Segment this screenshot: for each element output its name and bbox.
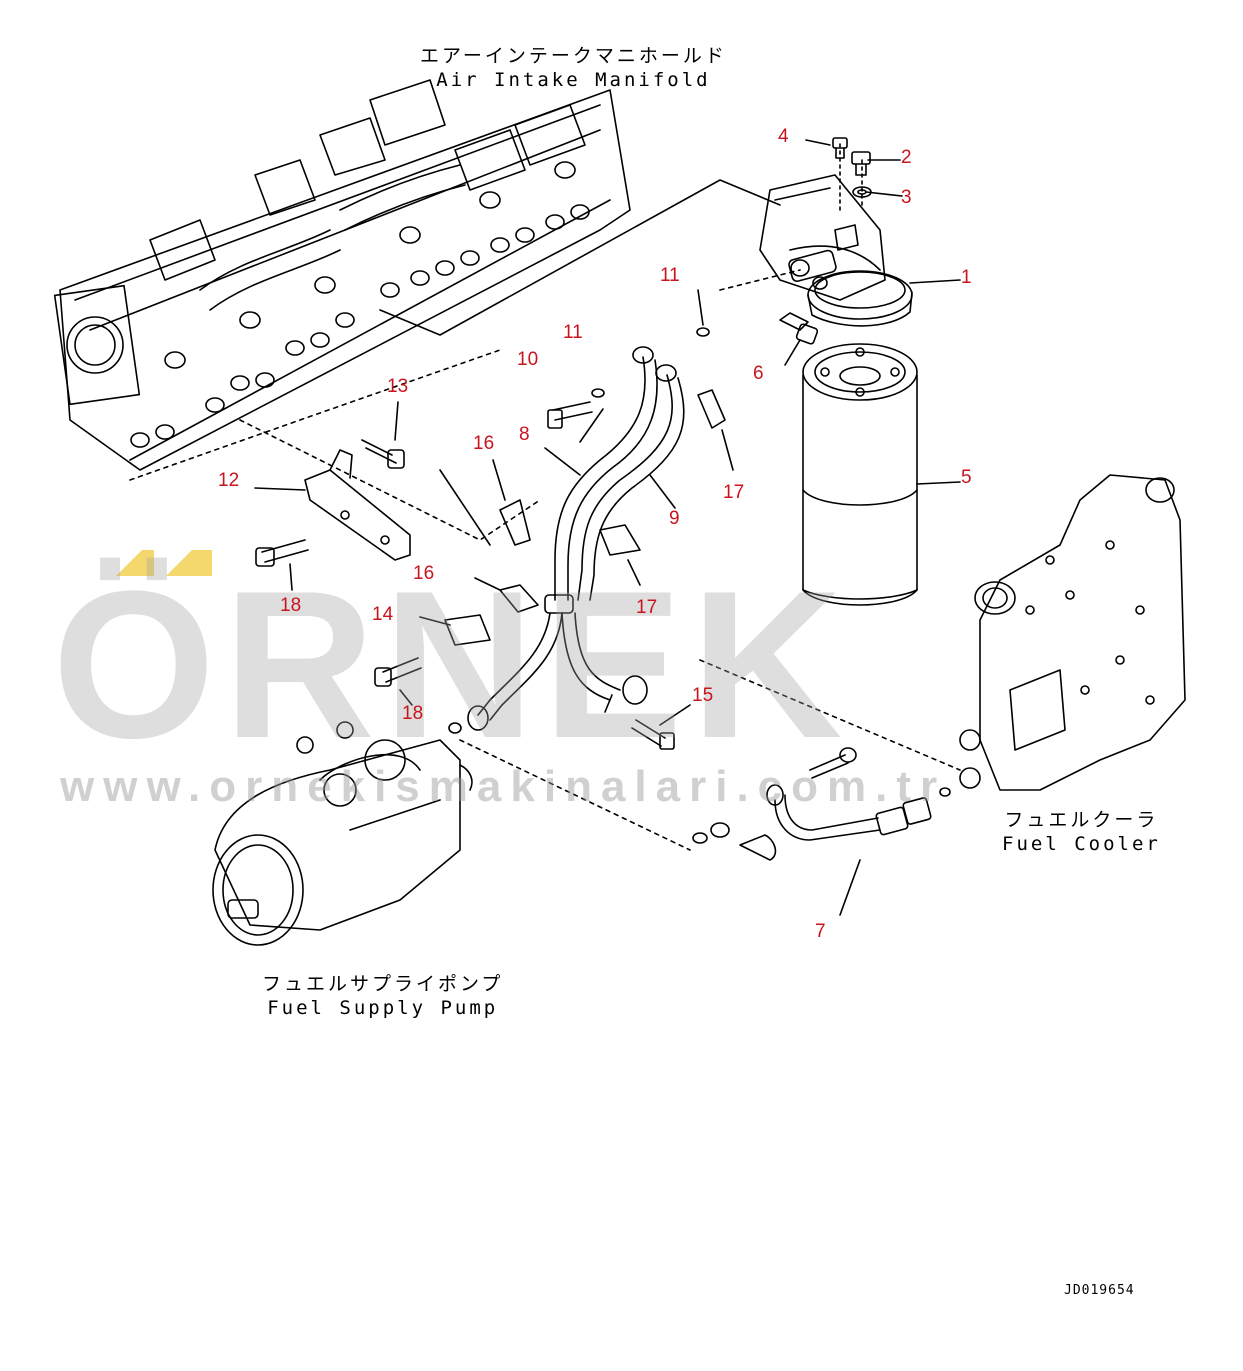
fuel-supply-pump (212, 721, 777, 946)
callout-17a[interactable]: 17 (723, 482, 745, 503)
callout-18a[interactable]: 18 (280, 595, 302, 616)
callout-16b[interactable]: 16 (413, 563, 435, 584)
callout-7[interactable]: 7 (815, 921, 826, 942)
watermark-url: www.ornekismakinalari.com.tr (60, 762, 947, 811)
callout-17b[interactable]: 17 (636, 597, 658, 618)
filter-head (719, 139, 913, 327)
label-pump-en: Fuel Supply Pump (267, 997, 499, 1019)
callout-16a[interactable]: 16 (473, 433, 495, 454)
callout-15[interactable]: 15 (692, 685, 714, 706)
callout-12[interactable]: 12 (218, 470, 240, 491)
watermark-umlaut (116, 550, 212, 576)
callout-6[interactable]: 6 (753, 363, 764, 384)
callout-3[interactable]: 3 (901, 187, 912, 208)
hose-7 (766, 784, 951, 916)
callout-9[interactable]: 9 (669, 508, 680, 529)
callout-13[interactable]: 13 (387, 376, 409, 397)
label-fuel-cooler: フュエルクーラ Fuel Cooler (1002, 808, 1161, 856)
leader-lines (254, 139, 961, 726)
callout-11a[interactable]: 11 (563, 322, 583, 343)
watermark-brand: ÖRNEK (52, 547, 851, 782)
label-cooler-en: Fuel Cooler (1002, 833, 1161, 855)
callout-11b[interactable]: 11 (660, 265, 680, 286)
callout-2[interactable]: 2 (901, 147, 912, 168)
callout-18b[interactable]: 18 (402, 703, 424, 724)
callout-4[interactable]: 4 (778, 126, 789, 147)
label-air-intake-manifold: エアーインテークマニホールド Air Intake Manifold (420, 44, 727, 92)
callout-8[interactable]: 8 (519, 424, 530, 445)
air-intake-manifold (53, 79, 781, 481)
label-pump-jp: フュエルサプライポンプ (262, 973, 504, 995)
bracket-12 (239, 327, 857, 779)
fuel-cooler (699, 474, 1186, 791)
bolts-top (779, 137, 872, 345)
label-manifold-jp: エアーインテークマニホールド (420, 45, 727, 67)
fuel-filter-cartridge (802, 343, 918, 606)
callout-5[interactable]: 5 (961, 467, 972, 488)
label-manifold-en: Air Intake Manifold (436, 69, 711, 91)
callout-14[interactable]: 14 (372, 604, 394, 625)
clamps (444, 389, 726, 646)
callout-10[interactable]: 10 (517, 349, 539, 370)
label-fuel-supply-pump: フュエルサプライポンプ Fuel Supply Pump (262, 972, 503, 1020)
fuel-pipes (467, 346, 685, 731)
label-cooler-jp: フュエルクーラ (1004, 809, 1159, 831)
drawing-number: JD019654 (1064, 1283, 1135, 1298)
callout-1[interactable]: 1 (961, 267, 972, 288)
